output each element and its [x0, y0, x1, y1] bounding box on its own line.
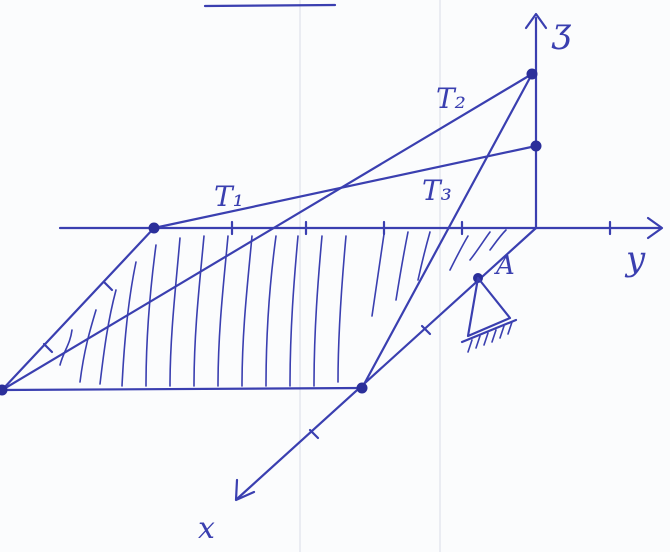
x-axis: x — [198, 226, 538, 546]
y-axis: y — [58, 216, 664, 279]
plate-outline — [0, 226, 364, 392]
point-on-y — [148, 222, 160, 234]
point-top-z — [526, 68, 538, 80]
support-a: A — [460, 251, 518, 353]
tension-t3-label: T₃ — [422, 174, 452, 207]
tension-t2-label: T₂ — [436, 82, 466, 115]
z-axis-label: ʒ — [551, 11, 572, 51]
plate-hatching — [59, 229, 507, 387]
x-axis-line — [236, 226, 538, 500]
plate-front-edge — [0, 386, 364, 392]
cables: T₁ T₂ T₃ — [0, 72, 538, 392]
x-axis-tick — [308, 428, 320, 440]
y-axis-arrowhead — [646, 216, 664, 240]
attachment-points — [0, 68, 542, 396]
support-a-triangle — [466, 276, 512, 338]
cable-t3 — [360, 72, 534, 390]
cable-t2 — [0, 72, 534, 392]
tension-t1-label: T₁ — [214, 180, 244, 213]
top-edge-stroke — [203, 3, 337, 8]
x-axis-label: x — [198, 511, 215, 546]
paper-texture — [299, 0, 441, 552]
x-axis-tick — [420, 324, 432, 336]
support-a-ground — [460, 318, 518, 344]
cable-t1 — [152, 144, 538, 230]
point-mid-z — [530, 140, 542, 152]
z-axis: ʒ — [524, 11, 572, 230]
support-a-ground-hatch — [467, 321, 513, 353]
support-a-label: A — [494, 251, 515, 281]
plate-edge-tick — [42, 342, 54, 354]
plate-left-edge — [0, 226, 156, 392]
z-axis-arrowhead — [524, 12, 548, 30]
point-plate-corner — [0, 384, 8, 396]
plate-edge-tick — [102, 280, 114, 292]
point-on-x — [356, 382, 368, 394]
y-axis-label: y — [624, 239, 646, 279]
x-axis-arrowhead — [234, 478, 256, 502]
